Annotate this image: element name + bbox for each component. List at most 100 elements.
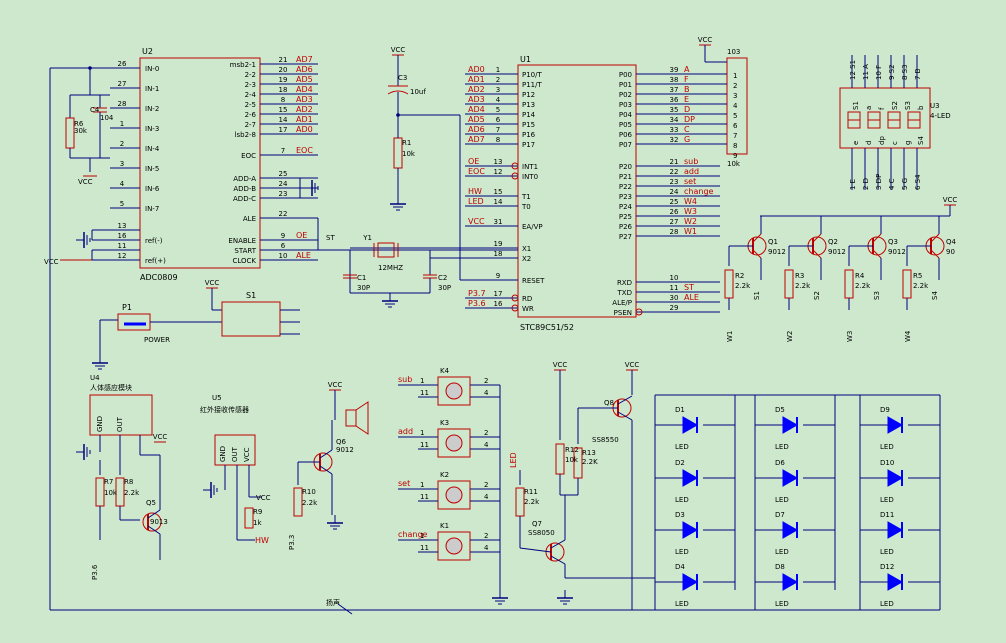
u1-pin-number: 38 [670,76,679,84]
u1-net-label: A [684,65,690,74]
led-diode [682,469,699,487]
c3-value: 10uf [410,88,426,96]
u1-pin-number: 35 [670,106,679,114]
vcc-label: VCC [625,361,640,369]
transistor-value: 9012 [888,248,906,256]
inverted-pin [511,162,519,170]
u1-pin-name: X2 [522,255,531,263]
r10-value: 2.2k [302,499,318,507]
u1-net-label: E [684,95,689,104]
u1-pin-name: P26 [619,223,633,231]
led-diode [887,521,904,539]
u1-pin-name: P07 [619,141,632,149]
u1-pin-name: P22 [619,183,632,191]
vcc-label: VCC [44,258,59,266]
u1-pin-number: 37 [670,86,679,94]
led-label: LED [880,496,894,504]
u1-pin-number: 21 [670,158,679,166]
q6-label: Q6 [336,438,347,446]
u2-net-label: AD7 [296,55,313,64]
r8-label: R8 [124,478,133,486]
led-ref: D4 [675,563,685,571]
led-ref: D3 [675,511,685,519]
u1-net-label: C [684,125,690,134]
u2-net-label: AD6 [296,65,313,74]
u1-pin-name: P14 [522,111,536,119]
resistor [784,269,794,299]
key-net-label: sub [398,375,412,384]
resistor-value: 2.2k [795,282,811,290]
u1-pin-name: P01 [619,81,632,89]
key-pin-number: 11 [420,441,429,449]
r1-value: 10k [402,150,416,158]
u3-top-pin: 9 S2 [888,64,896,80]
transistor-value: 9012 [768,248,786,256]
key-button [445,434,463,452]
u2-net-label: ALE [296,251,311,260]
u1-net-label: OE [468,157,479,166]
u1-pin-number: 12 [494,168,503,176]
u1-pin-number: 26 [670,208,679,216]
u1-net-label: W2 [684,217,697,226]
u1-pin-name: P17 [522,141,535,149]
resistor-label: R3 [795,272,804,280]
u1-pin-number: 9 [496,272,500,280]
rn-pin: 5 [733,112,737,120]
key-pin-number: 4 [484,441,489,449]
u1-net-label: AD4 [468,105,485,114]
u2-net-label: AD4 [296,85,313,94]
transistor-label: Q2 [828,238,838,246]
u3-inner-label: a [865,106,873,110]
u2-pin-number: 10 [279,252,288,260]
u1-net-label: AD5 [468,115,485,124]
led-diode [782,573,799,591]
u2-pin-number: 15 [279,106,288,114]
resistor [555,443,565,475]
r10-label: R10 [302,488,316,496]
u1-pin-name: P16 [522,131,536,139]
key-pin-number: 4 [484,493,489,501]
led-label: LED [775,600,789,608]
led-ref: D7 [775,511,785,519]
vcc-label: VCC [256,494,271,502]
resistor-value: 2.2k [855,282,871,290]
c1-value: 30P [357,284,370,292]
led-ref: D10 [880,459,894,467]
u2-net-label: AD0 [296,125,313,134]
u2-net-label: EOC [296,146,313,155]
wire [617,395,633,405]
led-diode [682,416,699,434]
led-label: LED [880,600,894,608]
u1-net-label: HW [468,187,482,196]
led-ref: D1 [675,406,685,414]
u2-pin-number: 18 [279,86,288,94]
r9-label: R9 [253,508,262,516]
wire [147,509,161,519]
u1-pin-number: 34 [670,116,679,124]
u1-pin-name: P13 [522,101,535,109]
u3-inner-label: f [878,107,886,110]
wire [930,233,940,243]
key-pin-number: 11 [420,493,429,501]
q6-value: 9012 [336,446,354,454]
u2-pin-name: IN-6 [145,185,160,193]
u2-net-label: OE [296,231,307,240]
u2-pin-name: START [234,247,256,255]
key-body [437,376,471,406]
rn-pin: 9 [733,152,737,160]
u1-pin-number: 7 [496,126,500,134]
u2-pin-name: 2-2 [245,71,256,79]
u2-pin-number: 13 [118,222,127,230]
s1-switch-body [221,301,281,337]
u1-net-label: add [684,167,699,176]
resistor [244,507,254,529]
led-ref: D8 [775,563,785,571]
u3-bottom-pin: 2 D [862,178,870,190]
led-label: LED [880,548,894,556]
q5-label: Q5 [146,499,156,507]
r8-value: 2.2k [124,489,140,497]
p1-label: P1 [122,303,132,312]
u1-pin-name: T1 [521,193,531,201]
u1-net-label: P3.7 [468,289,486,298]
